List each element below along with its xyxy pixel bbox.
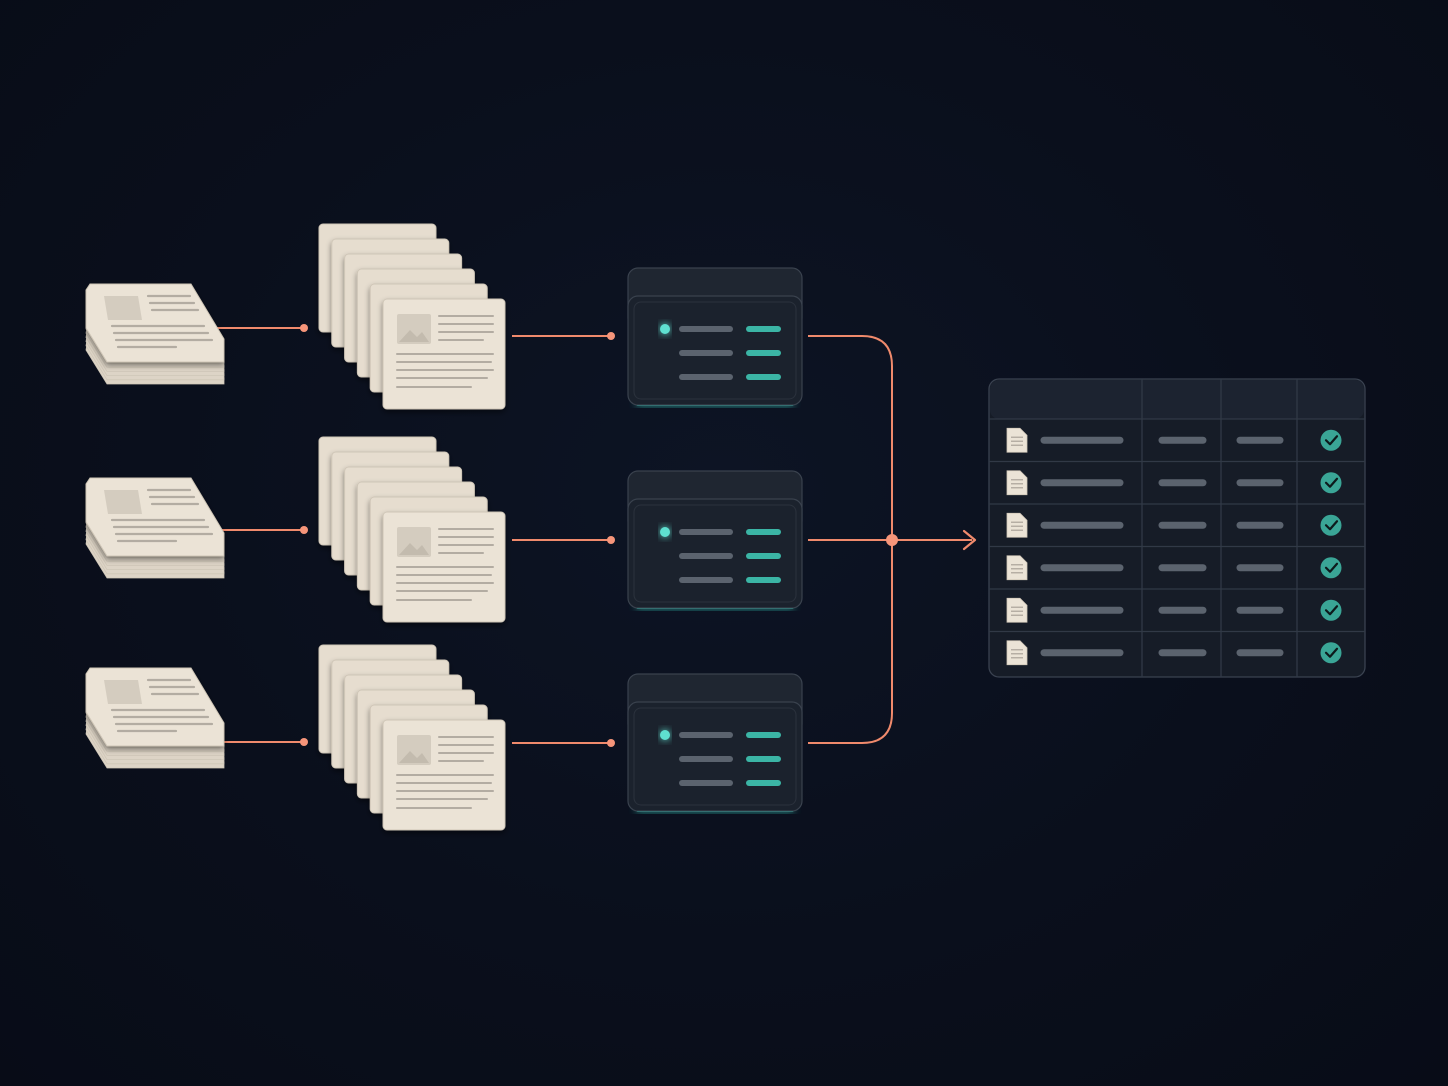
document-page-fan (318, 223, 506, 410)
file-icon (1006, 555, 1028, 581)
image-placeholder-icon (104, 296, 142, 320)
processor-card (627, 673, 803, 812)
check-circle-icon (1320, 557, 1342, 579)
image-placeholder-icon (104, 680, 142, 704)
card-inner (633, 707, 797, 806)
image-mountain (399, 543, 429, 555)
checkmark (1324, 477, 1339, 488)
connectors-layer (217, 324, 977, 747)
image-placeholder-icon (104, 490, 142, 514)
file-icon (1006, 512, 1028, 538)
check-circle-icon (1320, 472, 1342, 494)
check-circle-icon (1320, 429, 1342, 451)
source-document-stack (85, 667, 225, 769)
connector-line (808, 540, 893, 744)
connector-dot (607, 536, 615, 544)
checkmark (1324, 562, 1339, 573)
checkmark (1324, 435, 1339, 446)
image-mountain (399, 751, 429, 763)
document-page-fan (318, 436, 506, 623)
connector-line (808, 335, 893, 540)
card-inner (633, 504, 797, 603)
file-icon (1006, 427, 1028, 453)
table-row (989, 503, 1365, 538)
connector-dot (300, 324, 308, 332)
table-row (989, 460, 1365, 496)
checkmark (1324, 605, 1339, 616)
connector-dot (607, 739, 615, 747)
connector-dot (607, 332, 615, 340)
image-mountain (399, 330, 429, 342)
arrow-right-icon (962, 529, 977, 551)
status-dot-icon (660, 730, 670, 740)
status-dot-icon (660, 527, 670, 537)
file-icon (1006, 470, 1028, 496)
processor-card (627, 470, 803, 609)
table-row (989, 545, 1365, 581)
processor-card (627, 267, 803, 406)
table-row (989, 630, 1365, 666)
check-circle-icon (1320, 642, 1342, 664)
file-icon (1006, 640, 1028, 666)
processor-cards-layer (627, 267, 803, 812)
table-row (989, 588, 1365, 623)
source-stacks-layer (85, 283, 225, 769)
check-circle-icon (1320, 514, 1342, 536)
table-row (1006, 427, 1342, 453)
status-dot-icon (660, 324, 670, 334)
source-document-stack (85, 283, 225, 385)
file-icon (1006, 597, 1028, 623)
merge-dot (886, 534, 898, 546)
check-circle-icon (1320, 599, 1342, 621)
card-inner (633, 301, 797, 400)
connector-dot (300, 526, 308, 534)
checkmark (1324, 520, 1339, 531)
table-header (990, 380, 1364, 419)
document-page-fan (318, 644, 506, 831)
results-table-layer (988, 378, 1366, 678)
source-document-stack (85, 477, 225, 579)
checkmark (1324, 647, 1339, 658)
connector-dot (300, 738, 308, 746)
page-fans-layer (318, 223, 506, 831)
